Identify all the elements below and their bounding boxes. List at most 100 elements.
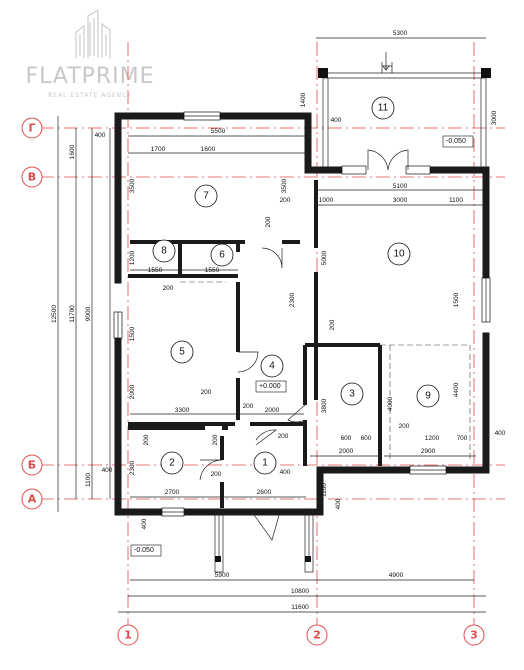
svg-text:11600: 11600: [291, 604, 309, 611]
svg-text:-0.050: -0.050: [446, 138, 466, 145]
level-mark-terrace: -0.050: [442, 135, 474, 148]
svg-text:200: 200: [201, 389, 212, 396]
svg-text:2900: 2900: [421, 448, 436, 455]
svg-text:9: 9: [425, 391, 431, 402]
exterior-walls: [114, 112, 490, 516]
svg-text:1100: 1100: [85, 473, 92, 487]
svg-text:3: 3: [349, 389, 355, 400]
room-label-2: 2: [160, 451, 184, 475]
svg-text:400: 400: [280, 469, 291, 476]
svg-text:2000: 2000: [265, 407, 280, 414]
svg-text:11700: 11700: [69, 305, 76, 323]
svg-text:1200: 1200: [425, 435, 440, 442]
svg-text:5000: 5000: [321, 250, 328, 265]
svg-text:1700: 1700: [151, 146, 166, 153]
building-icon: [75, 8, 111, 58]
axis-marker-3: 3: [463, 624, 485, 646]
svg-text:3500: 3500: [129, 178, 136, 193]
svg-text:Б: Б: [28, 459, 36, 472]
svg-text:1500: 1500: [129, 326, 136, 341]
brand-tagline: REAL ESTATE AGENCY: [48, 92, 132, 99]
windows: [113, 111, 491, 517]
svg-text:Г: Г: [28, 122, 35, 135]
room-label-8: 8: [152, 239, 176, 263]
room-label-4: 4: [260, 354, 284, 378]
svg-text:3500: 3500: [281, 178, 288, 193]
svg-text:600: 600: [361, 435, 372, 442]
svg-text:3000: 3000: [393, 197, 408, 204]
axis-marker-g: Г: [21, 117, 43, 139]
brand-name: FLATPRIME: [25, 64, 154, 89]
svg-text:700: 700: [457, 435, 468, 442]
svg-text:1100: 1100: [449, 197, 463, 204]
svg-text:6: 6: [219, 250, 225, 261]
svg-text:1500: 1500: [453, 292, 460, 307]
svg-text:200: 200: [329, 319, 336, 330]
svg-text:600: 600: [341, 435, 352, 442]
svg-text:-0.050: -0.050: [134, 547, 154, 554]
svg-text:1100: 1100: [321, 483, 328, 497]
room-label-11: 11: [371, 96, 395, 120]
interior-walls: [128, 180, 382, 508]
svg-text:400: 400: [102, 467, 113, 474]
svg-text:2000: 2000: [129, 384, 136, 399]
room-label-3: 3: [340, 382, 364, 406]
svg-text:1200: 1200: [129, 250, 136, 265]
svg-text:2600: 2600: [257, 489, 272, 496]
svg-text:400: 400: [331, 117, 342, 124]
svg-text:1600: 1600: [69, 144, 76, 159]
svg-text:3: 3: [470, 629, 478, 642]
svg-text:200: 200: [399, 423, 410, 430]
level-mark-floor: +0.000: [255, 380, 287, 393]
svg-text:200: 200: [143, 434, 150, 445]
level-mark-front: -0.050: [130, 544, 162, 557]
axis-marker-v: В: [21, 166, 43, 188]
svg-text:200: 200: [265, 216, 272, 227]
dimension-lines: [57, 37, 486, 613]
svg-text:3800: 3800: [321, 398, 328, 413]
svg-text:+0.000: +0.000: [259, 383, 281, 390]
svg-text:2: 2: [169, 458, 175, 469]
room-label-5: 5: [170, 340, 194, 364]
svg-text:200: 200: [163, 285, 174, 292]
svg-text:5100: 5100: [393, 183, 408, 190]
axis-marker-b: Б: [21, 454, 43, 476]
svg-text:12500: 12500: [51, 305, 58, 323]
svg-text:1550: 1550: [148, 267, 163, 274]
svg-text:400: 400: [495, 430, 506, 437]
svg-text:4400: 4400: [453, 382, 460, 397]
svg-text:1400: 1400: [300, 92, 307, 107]
svg-text:2000: 2000: [339, 448, 354, 455]
terrace: [318, 52, 491, 170]
room-label-9: 9: [416, 384, 440, 408]
svg-text:400: 400: [335, 498, 342, 509]
dashed-lines: [180, 281, 471, 462]
svg-text:200: 200: [211, 471, 222, 478]
svg-text:3000: 3000: [491, 110, 498, 125]
axis-marker-a: А: [21, 488, 43, 510]
doors: [199, 149, 409, 573]
svg-text:10: 10: [393, 249, 405, 260]
axis-marker-2: 2: [306, 624, 328, 646]
dimension-labels: 5300 1400 3000 400 400 5500 1700 1600 16…: [51, 30, 506, 611]
svg-text:1: 1: [262, 458, 268, 469]
brand-logo: FLATPRIME REAL ESTATE AGENCY: [25, 8, 154, 99]
svg-text:2: 2: [313, 629, 321, 642]
svg-text:8: 8: [161, 246, 167, 257]
svg-text:5900: 5900: [215, 572, 230, 579]
svg-text:200: 200: [243, 403, 254, 410]
svg-text:1600: 1600: [201, 146, 216, 153]
svg-text:7: 7: [203, 191, 209, 202]
room-label-10: 10: [387, 242, 411, 266]
svg-text:5300: 5300: [393, 30, 408, 37]
svg-text:10800: 10800: [291, 588, 309, 595]
svg-text:2700: 2700: [165, 489, 180, 496]
axis-marker-1: 1: [117, 624, 139, 646]
svg-text:200: 200: [278, 433, 289, 440]
svg-text:2300: 2300: [289, 292, 296, 307]
svg-text:1550: 1550: [205, 267, 220, 274]
svg-text:В: В: [28, 171, 36, 184]
svg-text:1: 1: [124, 629, 132, 642]
svg-text:5500: 5500: [211, 128, 226, 135]
svg-text:11: 11: [378, 103, 389, 114]
